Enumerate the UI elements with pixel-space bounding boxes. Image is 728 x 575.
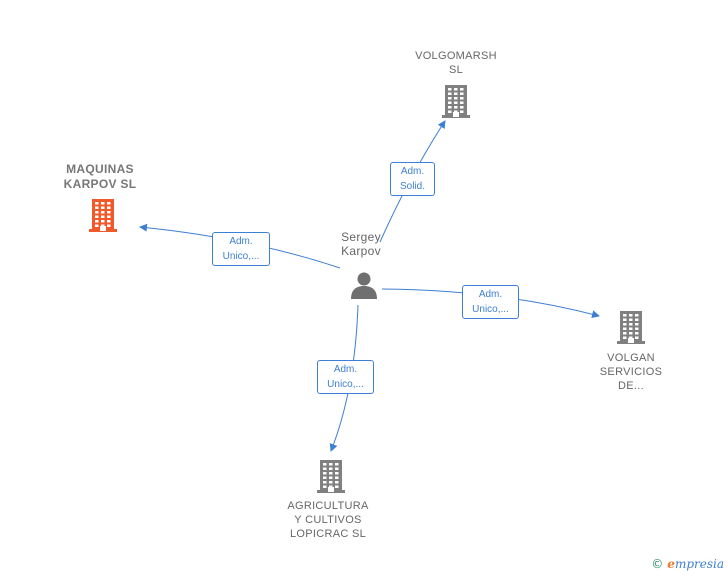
company-label-agricultura[interactable]: AGRICULTURA Y CULTIVOS LOPICRAC SL (287, 500, 369, 540)
company-label-volgomarsh[interactable]: VOLGOMARSH SL (415, 50, 497, 76)
copyright-icon: © (651, 557, 664, 571)
building-icon-maquinas[interactable] (87, 197, 119, 233)
edge-label-maquinas[interactable]: Adm. Unico,... (212, 232, 270, 266)
company-label-volgan[interactable]: VOLGAN SERVICIOS DE... (599, 352, 663, 392)
edge-label-agricultura[interactable]: Adm. Unico,... (317, 360, 374, 394)
person-label[interactable]: Sergey Karpov (341, 230, 381, 258)
company-label-maquinas[interactable]: MAQUINAS KARPOV SL (63, 162, 137, 191)
brand-logo: ©empresia (651, 557, 724, 571)
building-icon-agricultura[interactable] (315, 458, 347, 494)
building-icon-volgan[interactable] (615, 309, 647, 345)
building-icon-volgomarsh[interactable] (440, 83, 472, 119)
edge-label-volgomarsh[interactable]: Adm. Solid. (390, 162, 435, 196)
person-icon[interactable] (349, 270, 379, 300)
edge-label-volgan[interactable]: Adm. Unico,... (462, 285, 519, 319)
